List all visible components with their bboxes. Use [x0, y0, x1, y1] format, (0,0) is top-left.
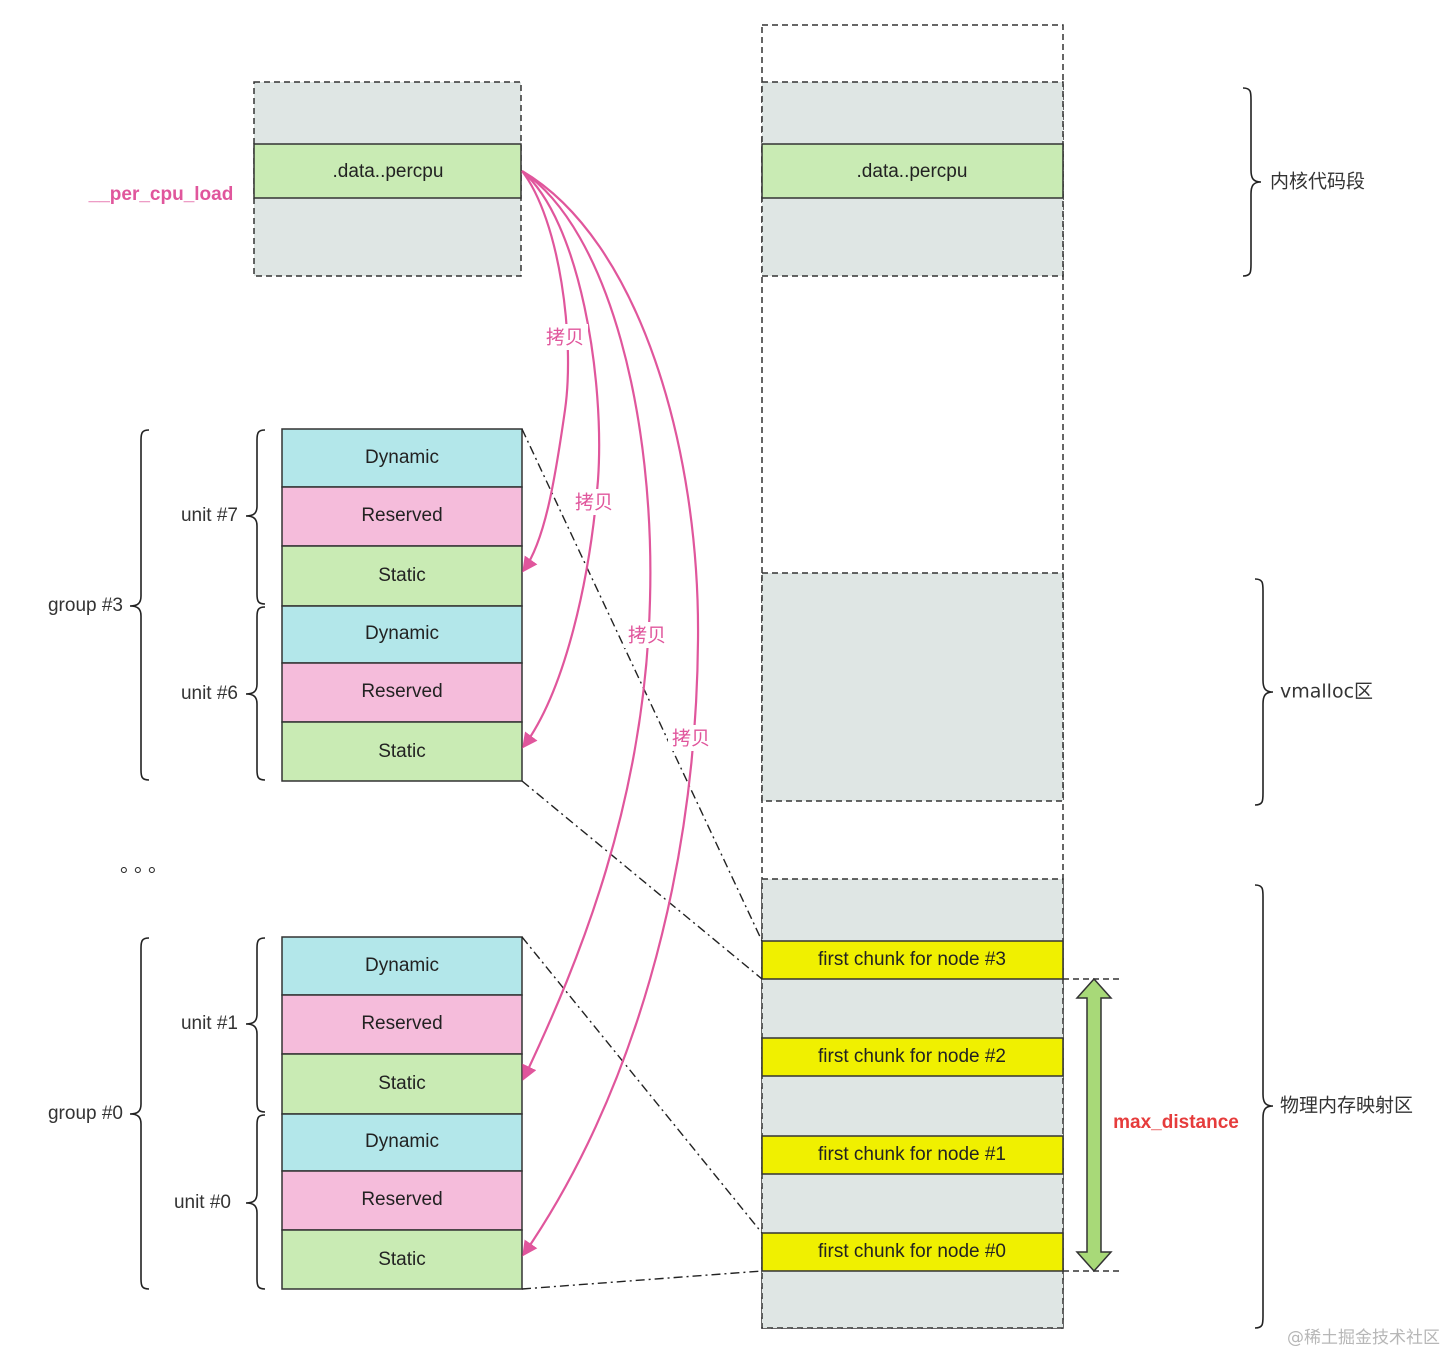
copy-label-2: 拷贝 — [575, 492, 613, 514]
unit-7-static-block — [281, 545, 523, 607]
brace-group-3 — [129, 429, 150, 781]
unit-7-reserved-label: Reserved — [361, 505, 442, 526]
chunk-node-2-label: first chunk for node #2 — [818, 1046, 1006, 1067]
brace-unit-1 — [245, 937, 266, 1113]
copy-label-1: 拷贝 — [546, 327, 584, 349]
brace-physical-map — [1254, 884, 1274, 1329]
chunk-node-3-label: first chunk for node #3 — [818, 949, 1006, 970]
copy-arrow-unit0 — [521, 170, 700, 1257]
chunk-node-2: first chunk for node #2 — [761, 1037, 1064, 1077]
unit-1-static-label: Static — [378, 1073, 426, 1094]
chunk-node-1: first chunk for node #1 — [761, 1135, 1064, 1175]
unit-7-dynamic-block — [281, 428, 523, 488]
data-percpu-label-source: .data..percpu — [333, 161, 444, 182]
brace-unit-0 — [245, 1114, 266, 1290]
unit-0-dynamic-block — [281, 1113, 523, 1172]
copy-arrow-unit6 — [521, 170, 601, 749]
unit-1-reserved-block — [281, 994, 523, 1055]
unit-7-dynamic-label: Dynamic — [365, 447, 439, 468]
brace-kernel-code — [1242, 87, 1262, 277]
ellipsis: 。。。 — [120, 853, 172, 877]
group-0-label: group #0 — [48, 1103, 123, 1124]
data-percpu-label-kernel: .data..percpu — [857, 161, 968, 182]
brace-unit-6 — [245, 606, 266, 781]
brace-group-0 — [129, 937, 150, 1290]
physical-map-region-label: 物理内存映射区 — [1280, 1095, 1413, 1117]
per-cpu-load-label: __per_cpu_load — [88, 184, 234, 205]
unit-1-dynamic-block — [281, 936, 523, 996]
copy-arrow-unit7 — [521, 170, 570, 573]
watermark: @稀土掘金技术社区 — [1287, 1328, 1440, 1348]
chunk-node-0: first chunk for node #0 — [761, 1232, 1064, 1272]
unit-1-dynamic-label: Dynamic — [365, 955, 439, 976]
unit-6-label: unit #6 — [181, 683, 238, 704]
unit-7-static-label: Static — [378, 565, 426, 586]
data-percpu-section-kernel — [761, 143, 1064, 199]
vmalloc-region-label: vmalloc区 — [1280, 681, 1373, 703]
group-3: Dynamic Reserved Static Dynamic Reserved… — [281, 428, 523, 782]
map-line-unit1-top — [521, 936, 763, 1234]
group-0: Dynamic Reserved Static Dynamic Reserved… — [281, 936, 523, 1290]
unit-6-dynamic-label: Dynamic — [365, 623, 439, 644]
copy-label-4: 拷贝 — [672, 728, 710, 750]
data-percpu-section-source — [253, 143, 522, 199]
unit-0-static-label: Static — [378, 1249, 426, 1270]
unit-1-static-block — [281, 1053, 523, 1115]
unit-0-static-block — [281, 1229, 523, 1290]
unit-0-reserved-label: Reserved — [361, 1189, 442, 1210]
chunk-node-0-label: first chunk for node #0 — [818, 1241, 1006, 1262]
unit-6-static-block — [281, 721, 523, 782]
unit-0-reserved-block — [281, 1170, 523, 1231]
max-distance-label: max_distance — [1113, 1112, 1239, 1133]
unit-1-label: unit #1 — [181, 1013, 238, 1034]
unit-6-reserved-label: Reserved — [361, 681, 442, 702]
copy-arrow-unit1 — [521, 170, 652, 1081]
max-distance-indicator: max_distance — [1063, 977, 1239, 1273]
copy-label-3: 拷贝 — [628, 625, 666, 647]
kernel-code-region-label: 内核代码段 — [1270, 171, 1365, 193]
unit-1-reserved-label: Reserved — [361, 1013, 442, 1034]
chunk-node-1-label: first chunk for node #1 — [818, 1144, 1006, 1165]
map-line-unit7-top — [521, 428, 763, 942]
unit-6-static-label: Static — [378, 741, 426, 762]
brace-unit-7 — [245, 429, 266, 605]
group-3-label: group #3 — [48, 595, 123, 616]
chunk-node-3: first chunk for node #3 — [761, 940, 1064, 980]
map-line-unit0-bottom — [521, 1270, 763, 1290]
unit-0-dynamic-label: Dynamic — [365, 1131, 439, 1152]
unit-0-label: unit #0 — [174, 1192, 231, 1213]
unit-7-label: unit #7 — [181, 505, 238, 526]
vmalloc-region — [761, 572, 1064, 802]
brace-vmalloc — [1254, 578, 1274, 806]
unit-6-dynamic-block — [281, 605, 523, 664]
double-arrow-icon — [1075, 977, 1113, 1273]
unit-6-reserved-block — [281, 662, 523, 723]
map-line-unit6-bottom — [521, 780, 763, 980]
copy-labels: 拷贝 拷贝 拷贝 拷贝 — [542, 324, 714, 751]
unit-7-reserved-block — [281, 486, 523, 547]
memory-column: .data..percpu first chunk for node #3 fi… — [761, 24, 1064, 1329]
per-cpu-load-block: .data..percpu — [253, 81, 522, 277]
